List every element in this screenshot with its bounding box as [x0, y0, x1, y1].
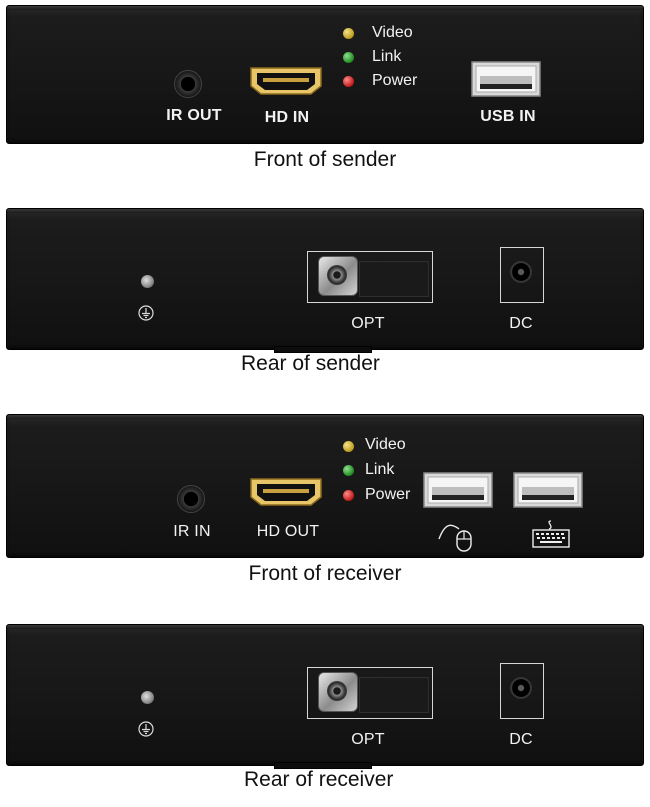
ground-symbol-icon: [138, 305, 154, 321]
ground-screw: [141, 275, 154, 288]
caption-front-receiver: Front of receiver: [248, 562, 402, 585]
fiber-slot: [359, 261, 429, 297]
keyboard-icon: [532, 520, 570, 548]
hdmi-out-port: [250, 478, 322, 506]
rear-receiver-lip: [274, 762, 372, 769]
receiver-ground-screw: [141, 691, 154, 704]
sender-rear-panel: OPT DC: [6, 208, 644, 350]
receiver-front-panel: IR IN HD OUT Video Link Power: [6, 414, 644, 558]
receiver-fiber-slot: [359, 677, 429, 713]
opt-port-frame: [307, 251, 433, 303]
power-led-label: Power: [372, 72, 418, 89]
hdmi-in-port: [250, 67, 322, 95]
caption-front-sender: Front of sender: [253, 148, 397, 171]
caption-rear-sender: Rear of sender: [241, 352, 380, 375]
caption-rear-receiver: Rear of receiver: [244, 768, 394, 791]
usb-in-label: USB IN: [480, 108, 536, 125]
link-led: [343, 52, 354, 63]
ir-out-label: IR OUT: [166, 107, 222, 124]
hdmi-out-label: HD OUT: [256, 523, 320, 540]
usb-in-port: [471, 61, 541, 97]
hdmi-in-label: HD IN: [264, 109, 310, 126]
receiver-dc-port-frame: [500, 663, 544, 719]
fiber-optic-connector: [318, 256, 358, 296]
dc-port-frame: [500, 247, 544, 303]
dc-power-jack: [510, 261, 532, 283]
opt-label: OPT: [351, 315, 385, 332]
receiver-opt-label: OPT: [351, 731, 385, 748]
receiver-fiber-optic-connector: [318, 672, 358, 712]
video-led: [343, 28, 354, 39]
usb-mouse-port: [423, 472, 493, 508]
receiver-power-led-label: Power: [365, 486, 411, 503]
usb-keyboard-port: [513, 472, 583, 508]
receiver-video-led-label: Video: [365, 436, 406, 453]
receiver-video-led: [343, 441, 354, 452]
receiver-link-led: [343, 465, 354, 476]
ir-in-label: IR IN: [173, 523, 211, 540]
receiver-dc-label: DC: [509, 731, 533, 748]
receiver-rear-panel: OPT DC: [6, 624, 644, 766]
receiver-link-led-label: Link: [365, 461, 395, 478]
receiver-power-led: [343, 490, 354, 501]
rear-sender-lip: [274, 346, 372, 353]
sender-front-panel: IR OUT HD IN Video Link Power USB IN: [6, 5, 644, 144]
receiver-dc-power-jack: [510, 677, 532, 699]
video-led-label: Video: [372, 24, 413, 41]
receiver-opt-port-frame: [307, 667, 433, 719]
receiver-ground-symbol-icon: [138, 721, 154, 737]
mouse-icon: [438, 524, 472, 552]
link-led-label: Link: [372, 48, 402, 65]
ir-in-jack: [177, 485, 205, 513]
dc-label: DC: [509, 315, 533, 332]
power-led: [343, 76, 354, 87]
ir-out-jack: [174, 70, 202, 98]
